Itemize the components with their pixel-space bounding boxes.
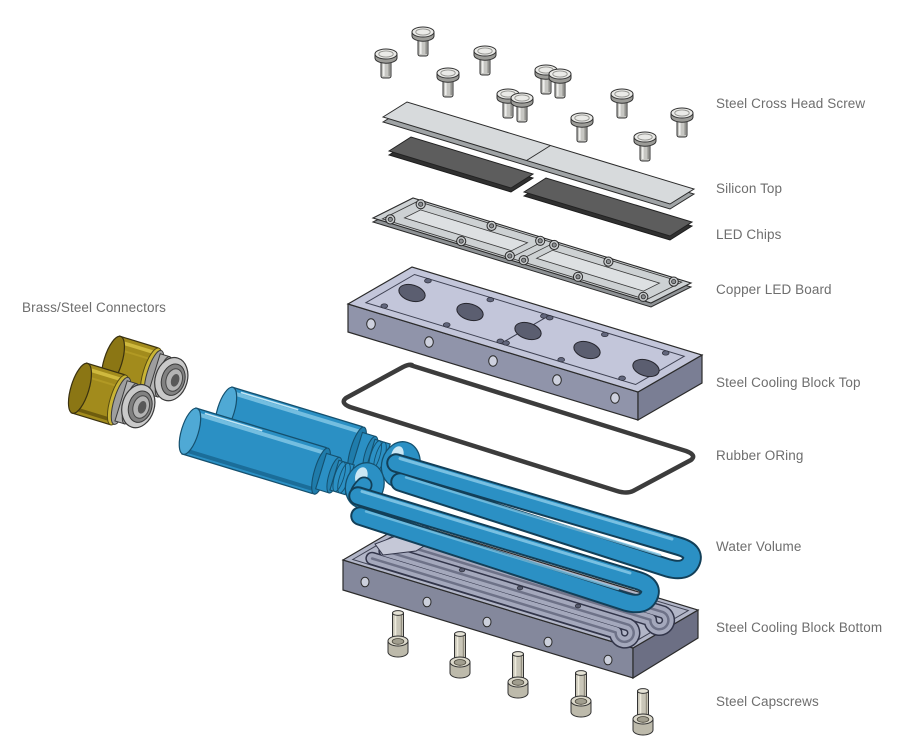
brass-steel-connectors-part	[61, 331, 196, 438]
label-silicon-top: Silicon Top	[716, 181, 783, 196]
label-steel-cross-head-screw: Steel Cross Head Screw	[716, 96, 866, 111]
label-led-chips: LED Chips	[716, 227, 782, 242]
steel-cooling-block-bottom-part	[341, 521, 700, 680]
steel-cooling-block-top-part	[346, 266, 704, 422]
label-rubber-oring: Rubber ORing	[716, 448, 804, 463]
led-chips-part	[387, 136, 694, 241]
water-volume-part	[172, 382, 702, 614]
rubber-oring-part	[341, 362, 696, 495]
label-steel-cooling-block-bottom: Steel Cooling Block Bottom	[716, 620, 883, 635]
board-screw-holes	[385, 199, 679, 302]
label-steel-capscrews: Steel Capscrews	[716, 694, 819, 709]
label-copper-led-board: Copper LED Board	[716, 282, 832, 297]
label-steel-cooling-block-top: Steel Cooling Block Top	[716, 375, 861, 390]
label-water-volume: Water Volume	[716, 539, 802, 554]
label-brass-steel-connectors: Brass/Steel Connectors	[22, 300, 167, 315]
copper-led-board-part	[371, 197, 693, 308]
silicon-top-part	[381, 101, 696, 210]
